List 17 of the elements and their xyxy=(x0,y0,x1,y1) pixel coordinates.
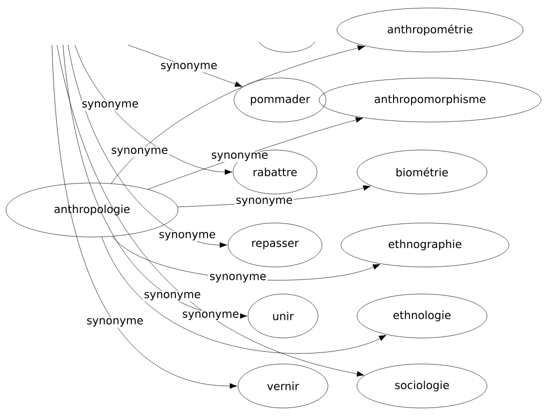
edge-label: synonyme xyxy=(80,100,140,111)
arrow xyxy=(111,45,366,184)
edge-label: synonyme xyxy=(158,230,217,242)
arrow xyxy=(56,44,364,377)
edge-label: synonyme xyxy=(208,272,268,284)
edge-label: synonyme xyxy=(210,152,270,162)
edge-label: synonyme xyxy=(181,310,240,321)
arrow xyxy=(52,44,238,389)
edge-label: synonyme xyxy=(159,62,218,72)
arrow xyxy=(68,44,228,248)
edge-label: synonyme xyxy=(86,317,144,328)
edge-label: synonyme xyxy=(110,146,169,158)
arrow xyxy=(102,236,386,354)
edge-label: synonyme xyxy=(142,290,202,302)
arrow xyxy=(74,44,232,175)
edge-label: synonyme xyxy=(234,196,294,208)
arrow xyxy=(148,117,364,190)
